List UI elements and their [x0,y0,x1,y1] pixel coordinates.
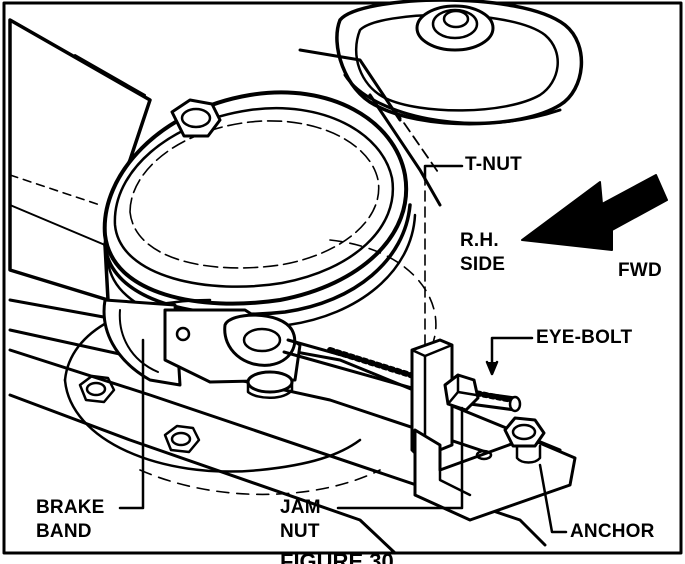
label-fwd: FWD [618,260,662,281]
label-jam-nut-line1: JAM [280,497,321,518]
jam-nut [443,373,480,412]
figure-caption: FIGURE 30 [280,550,394,564]
drive-belt [298,48,442,207]
idler-pulley [335,0,584,126]
label-brake-band-line1: BRAKE [36,497,105,518]
label-jam-nut-line2: NUT [280,521,320,542]
threaded-rod [282,338,522,413]
label-brake-band-line2: BAND [36,521,92,542]
label-anchor: ANCHOR [570,521,655,542]
anchor-plate [413,416,577,522]
figure-border [2,1,683,555]
lower-bolt-2 [163,424,201,454]
label-eye-bolt: EYE-BOLT [536,327,633,348]
fwd-arrow-icon [521,174,668,251]
label-t-nut: T-NUT [465,154,522,175]
label-rh-side-line2: SIDE [460,254,506,275]
label-rh-side-line1: R.H. [460,230,499,251]
lower-bolt-1 [78,374,116,404]
drive-pulley [102,90,417,329]
leader-lines [118,164,568,534]
t-nut-bracket [410,338,454,460]
